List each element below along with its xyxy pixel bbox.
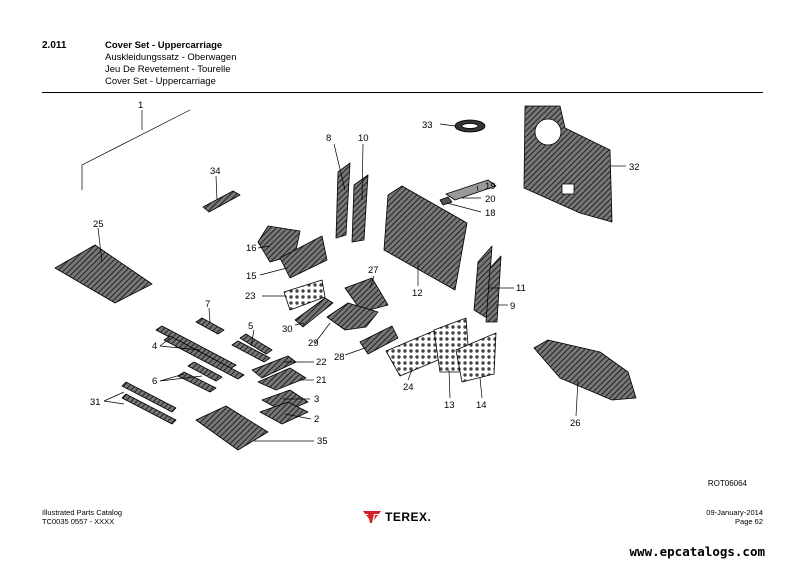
callout-32: 32: [629, 162, 640, 173]
footer-right: 09-January-2014 Page 62: [706, 508, 763, 526]
callout-13: 13: [444, 400, 455, 411]
callout-8: 8: [326, 133, 331, 144]
catalog-title: Illustrated Parts Catalog: [42, 508, 123, 517]
callout-labels: 1 2 3 4 5 6 7 8 9 10 11 12 13 14 15 16 1…: [90, 100, 640, 447]
part-12: [383, 185, 468, 291]
publication-date: 09-January-2014: [706, 508, 763, 517]
callout-11: 11: [516, 283, 526, 294]
part-34: [202, 190, 241, 213]
callout-3: 3: [314, 394, 319, 405]
part-28: [359, 325, 399, 355]
part-26: [533, 339, 637, 401]
part-9: [485, 255, 502, 323]
callout-12: 12: [412, 288, 423, 299]
part-29: [326, 302, 379, 331]
title-en-2: Cover Set - Uppercarriage: [105, 76, 216, 87]
part-18: [439, 196, 453, 206]
page-number: Page 62: [735, 517, 763, 526]
footer-left: Illustrated Parts Catalog TC0035 0557 - …: [42, 508, 122, 526]
catalog-number: TC0035 0557 - XXXX: [42, 517, 115, 526]
part-31a: [121, 381, 177, 413]
callout-10: 10: [358, 133, 369, 144]
callout-31: 31: [90, 397, 101, 408]
part-5: [231, 340, 271, 363]
callout-29: 29: [308, 338, 319, 349]
callout-22: 22: [316, 357, 327, 368]
part-32: [523, 105, 613, 223]
part-7: [195, 317, 225, 335]
callout-18: 18: [485, 208, 496, 219]
callout-16: 16: [246, 243, 257, 254]
callout-35: 35: [317, 436, 328, 447]
part-10: [351, 174, 369, 243]
part-19-20: [445, 179, 497, 201]
title-de: Auskleidungssatz - Oberwagen: [105, 52, 237, 63]
callout-1: 1: [138, 100, 143, 111]
drawing-reference: ROT06064: [707, 479, 747, 488]
section-titles: Cover Set - Uppercarriage Auskleidungssa…: [105, 40, 237, 88]
callout-25: 25: [93, 219, 104, 230]
part-6: [177, 371, 217, 393]
callout-30: 30: [282, 324, 293, 335]
part-2: [259, 401, 309, 425]
callout-4: 4: [152, 341, 157, 352]
part-4a: [155, 325, 237, 370]
callout-2: 2: [314, 414, 319, 425]
part-30: [294, 297, 334, 328]
brand-name: TEREX.: [385, 510, 432, 524]
part-14: [455, 332, 497, 383]
part-4b: [163, 335, 245, 380]
callout-26: 26: [570, 418, 581, 429]
part-8: [335, 162, 351, 239]
callout-5: 5: [248, 321, 253, 332]
callout-28: 28: [334, 352, 345, 363]
terex-mark-icon: [363, 511, 381, 523]
callout-27: 27: [368, 265, 379, 276]
callout-6: 6: [152, 376, 157, 387]
callout-9: 9: [510, 301, 515, 312]
callout-33: 33: [422, 120, 433, 131]
watermark-url: www.epcatalogs.com: [629, 544, 765, 559]
callout-24: 24: [403, 382, 414, 393]
callout-20: 20: [485, 194, 496, 205]
leader-lines: [81, 109, 626, 442]
title-fr: Jeu De Revetement - Tourelle: [105, 64, 231, 75]
part-27: [344, 277, 389, 313]
part-23: [283, 279, 326, 311]
callout-21: 21: [316, 375, 327, 386]
callout-7: 7: [205, 299, 210, 310]
part-35: [195, 405, 269, 451]
callout-34: 34: [210, 166, 221, 177]
part-31b: [121, 393, 177, 425]
section-number: 2.011: [42, 40, 67, 51]
callout-19: 19: [485, 181, 496, 192]
part-25-floor-mat: [54, 244, 153, 304]
callout-15: 15: [246, 271, 257, 282]
callout-14: 14: [476, 400, 487, 411]
part-21: [257, 367, 307, 391]
title-en: Cover Set - Uppercarriage: [105, 40, 223, 51]
terex-logo: TEREX.: [363, 510, 431, 524]
part-15: [279, 235, 328, 279]
callout-23: 23: [245, 291, 256, 302]
header-rule: [42, 92, 763, 93]
